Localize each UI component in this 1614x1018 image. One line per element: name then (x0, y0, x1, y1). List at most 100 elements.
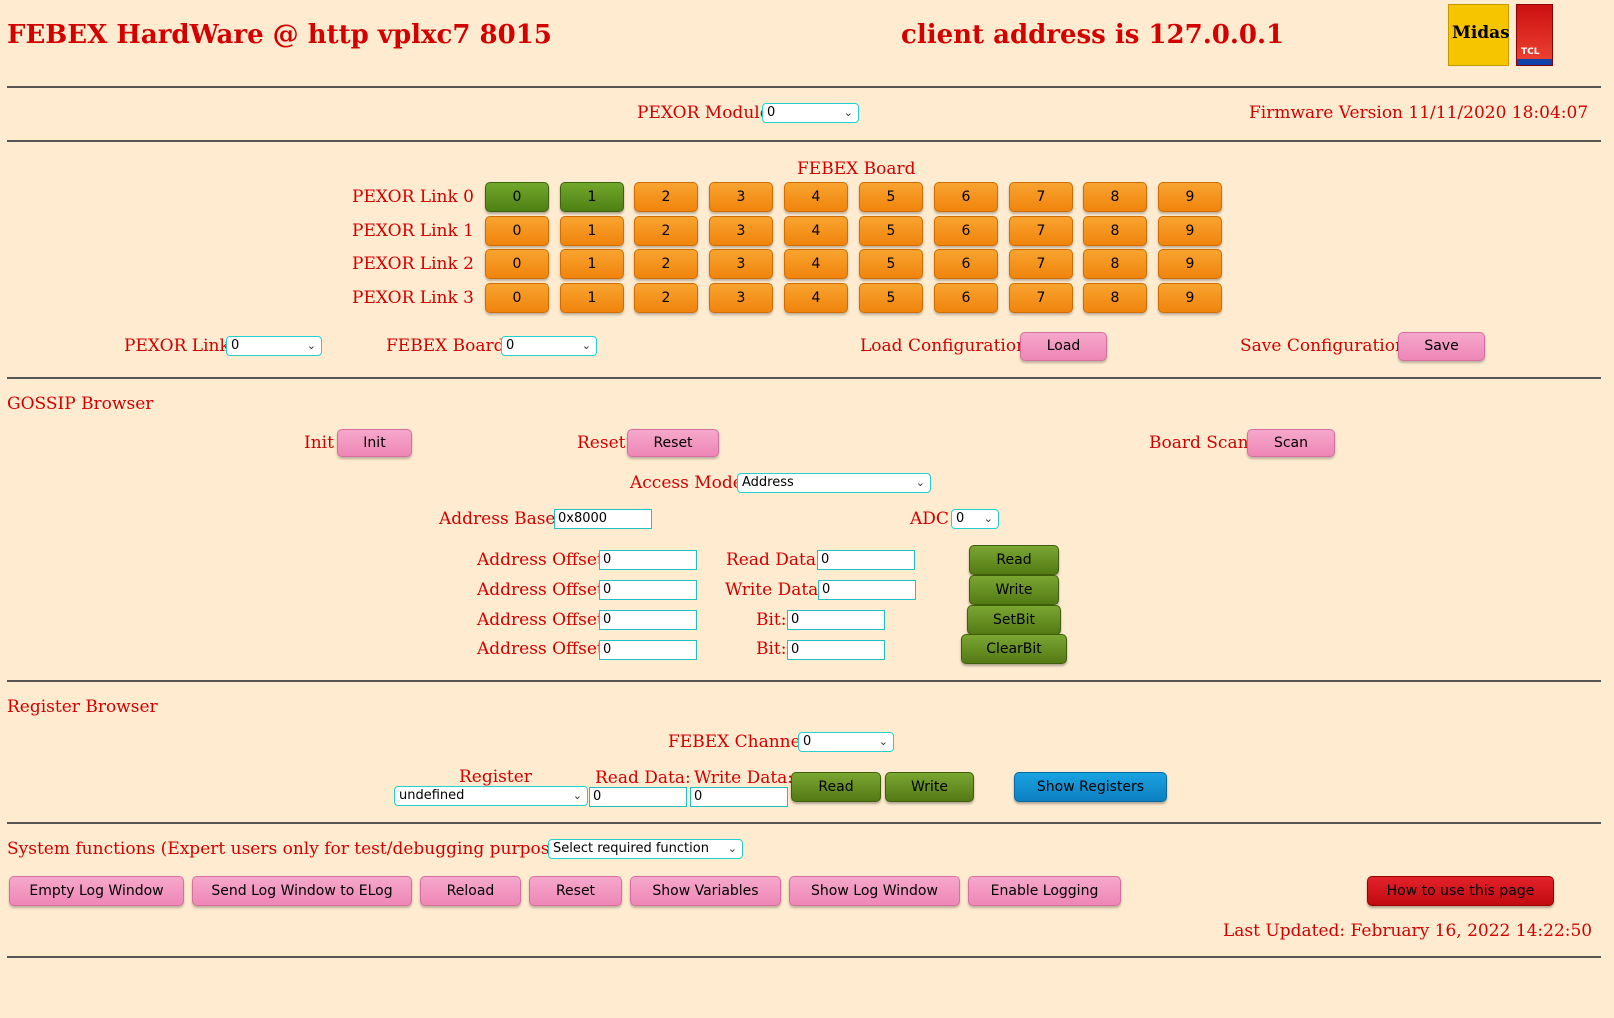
client-address: client address is 127.0.0.1 (901, 20, 1285, 50)
board-scan-label: Board Scan (1149, 433, 1249, 453)
chevron-down-icon: ⌄ (983, 512, 993, 525)
access-mode-value: Address (742, 475, 794, 490)
divider (7, 377, 1601, 379)
show-registers-button[interactable]: Show Registers (1014, 772, 1167, 802)
load-button[interactable]: Load (1020, 332, 1107, 361)
board-button-link1-board6[interactable]: 6 (934, 216, 998, 246)
divider (7, 822, 1601, 824)
board-button-link1-board9[interactable]: 9 (1158, 216, 1222, 246)
board-button-link0-board5[interactable]: 5 (859, 182, 923, 212)
board-button-link0-board2[interactable]: 2 (634, 182, 698, 212)
write-data-input[interactable]: 0 (818, 580, 916, 600)
board-button-link3-board2[interactable]: 2 (634, 283, 698, 313)
scan-button[interactable]: Scan (1247, 429, 1335, 457)
board-button-link3-board4[interactable]: 4 (784, 283, 848, 313)
febex-channel-select[interactable]: 0⌄ (798, 732, 894, 752)
board-button-link0-board0[interactable]: 0 (485, 182, 549, 212)
board-button-link2-board5[interactable]: 5 (859, 249, 923, 279)
board-button-link3-board0[interactable]: 0 (485, 283, 549, 313)
board-button-link3-board9[interactable]: 9 (1158, 283, 1222, 313)
register-read-data-label: Read Data: (595, 768, 691, 788)
pexor-link-row-label: PEXOR Link 2 (352, 254, 474, 274)
empty-log-window-button[interactable]: Empty Log Window (9, 876, 184, 906)
chevron-down-icon: ⌄ (306, 339, 316, 352)
board-button-link2-board2[interactable]: 2 (634, 249, 698, 279)
board-button-link1-board7[interactable]: 7 (1009, 216, 1073, 246)
register-browser-title: Register Browser (7, 697, 158, 717)
gossip-reset-button[interactable]: Reset (627, 429, 719, 457)
board-button-link1-board2[interactable]: 2 (634, 216, 698, 246)
board-button-link2-board9[interactable]: 9 (1158, 249, 1222, 279)
board-button-link0-board8[interactable]: 8 (1083, 182, 1147, 212)
board-button-link2-board8[interactable]: 8 (1083, 249, 1147, 279)
gossip-read-button[interactable]: Read (969, 545, 1059, 575)
board-button-link0-board4[interactable]: 4 (784, 182, 848, 212)
register-write-data-input[interactable]: 0 (690, 787, 788, 807)
board-button-link1-board0[interactable]: 0 (485, 216, 549, 246)
register-read-button[interactable]: Read (791, 772, 881, 802)
gossip-write-button[interactable]: Write (969, 575, 1059, 605)
address-offset-input[interactable]: 0 (599, 580, 697, 600)
board-button-link2-board1[interactable]: 1 (560, 249, 624, 279)
febex-board-select[interactable]: 0⌄ (501, 336, 597, 356)
write-data-label: Write Data: (725, 580, 825, 600)
clearbit-button[interactable]: ClearBit (961, 634, 1067, 664)
board-button-link3-board3[interactable]: 3 (709, 283, 773, 313)
pexor-module-label: PEXOR Module (637, 103, 770, 123)
address-offset-input[interactable]: 0 (599, 610, 697, 630)
board-button-link0-board6[interactable]: 6 (934, 182, 998, 212)
board-button-link1-board3[interactable]: 3 (709, 216, 773, 246)
board-button-link0-board3[interactable]: 3 (709, 182, 773, 212)
board-button-link2-board7[interactable]: 7 (1009, 249, 1073, 279)
board-button-link1-board4[interactable]: 4 (784, 216, 848, 246)
system-function-select[interactable]: Select required function⌄ (548, 839, 743, 859)
system-reset-button[interactable]: Reset (529, 876, 622, 906)
pexor-module-select[interactable]: 0⌄ (762, 103, 859, 123)
show-variables-button[interactable]: Show Variables (630, 876, 781, 906)
board-button-link3-board1[interactable]: 1 (560, 283, 624, 313)
save-button[interactable]: Save (1398, 332, 1485, 361)
register-write-button[interactable]: Write (885, 772, 974, 802)
board-button-link3-board8[interactable]: 8 (1083, 283, 1147, 313)
board-button-link2-board3[interactable]: 3 (709, 249, 773, 279)
register-select[interactable]: undefined⌄ (394, 786, 588, 806)
init-button[interactable]: Init (337, 429, 412, 457)
board-button-link2-board4[interactable]: 4 (784, 249, 848, 279)
pexor-link-select[interactable]: 0⌄ (226, 336, 322, 356)
enable-logging-button[interactable]: Enable Logging (968, 876, 1121, 906)
board-button-link0-board9[interactable]: 9 (1158, 182, 1222, 212)
send-log-to-elog-button[interactable]: Send Log Window to ELog (192, 876, 412, 906)
board-button-link2-board6[interactable]: 6 (934, 249, 998, 279)
adc-select[interactable]: 0⌄ (951, 509, 999, 529)
access-mode-label: Access Mode (630, 473, 743, 493)
address-offset-input[interactable]: 0 (599, 550, 697, 570)
board-button-link3-board7[interactable]: 7 (1009, 283, 1073, 313)
board-button-link1-board8[interactable]: 8 (1083, 216, 1147, 246)
board-button-link1-board5[interactable]: 5 (859, 216, 923, 246)
access-mode-select[interactable]: Address⌄ (737, 473, 931, 493)
board-button-link0-board1[interactable]: 1 (560, 182, 624, 212)
adc-value: 0 (956, 511, 965, 526)
show-log-window-button[interactable]: Show Log Window (789, 876, 960, 906)
bit-input[interactable]: 0 (787, 640, 885, 660)
load-config-label: Load Configuration (860, 336, 1028, 356)
firmware-version: Firmware Version 11/11/2020 18:04:07 (1249, 103, 1589, 123)
chevron-down-icon: ⌄ (727, 842, 737, 855)
pexor-link-label: PEXOR Link (124, 336, 230, 356)
board-button-link1-board1[interactable]: 1 (560, 216, 624, 246)
febex-channel-value: 0 (803, 734, 812, 749)
register-read-data-input[interactable]: 0 (589, 787, 687, 807)
address-offset-input[interactable]: 0 (599, 640, 697, 660)
setbit-button[interactable]: SetBit (967, 605, 1061, 635)
adc-label: ADC (910, 509, 949, 529)
board-button-link3-board5[interactable]: 5 (859, 283, 923, 313)
board-button-link3-board6[interactable]: 6 (934, 283, 998, 313)
board-button-link0-board7[interactable]: 7 (1009, 182, 1073, 212)
board-button-link2-board0[interactable]: 0 (485, 249, 549, 279)
address-base-input[interactable]: 0x8000 (554, 509, 652, 529)
read-data-input[interactable]: 0 (817, 550, 915, 570)
bit-input[interactable]: 0 (787, 610, 885, 630)
febex-board-grid-title: FEBEX Board (797, 159, 916, 179)
reload-button[interactable]: Reload (420, 876, 521, 906)
how-to-use-button[interactable]: How to use this page (1367, 876, 1554, 906)
